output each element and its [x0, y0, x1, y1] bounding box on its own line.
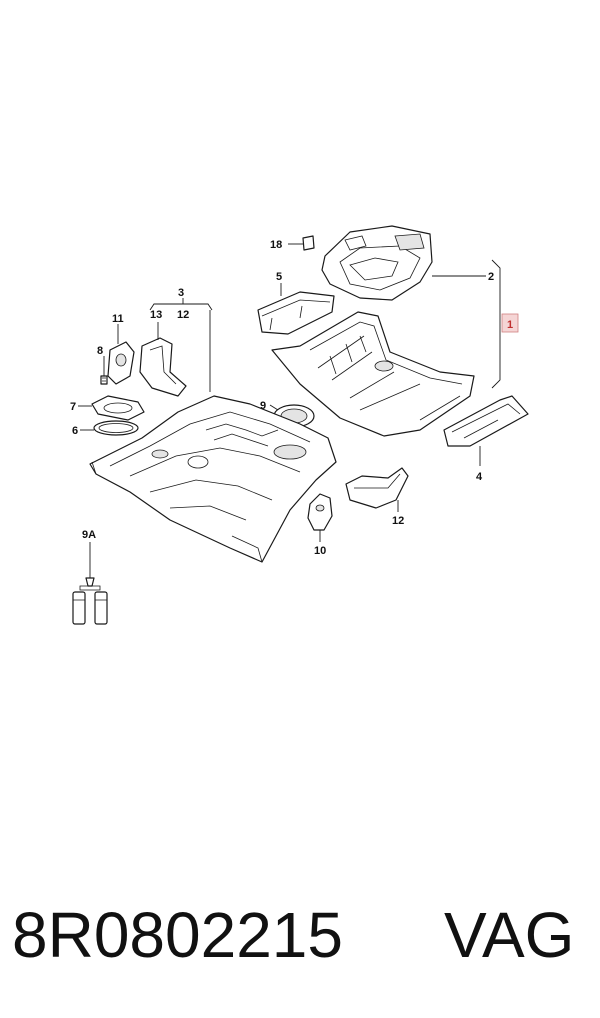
callout-6: 6 [72, 425, 78, 437]
part-12-bracket [345, 467, 409, 509]
callout-7: 7 [70, 401, 76, 413]
part-6-seal-ring [93, 420, 139, 436]
callout-9: 9 [260, 400, 266, 412]
part-11-mount [107, 341, 135, 385]
part-rear-floor-pan [271, 311, 475, 437]
part-13-bracket [139, 337, 187, 397]
footer-part-number-line: 8R0802215 VAG [12, 890, 592, 980]
callout-10: 10 [314, 545, 326, 557]
part-4-sill-bracket [443, 395, 529, 447]
callout-11: 11 [112, 313, 124, 325]
callout-2: 2 [488, 271, 494, 283]
callout-13: 13 [150, 309, 162, 321]
part-9a-adhesive-cartridge [72, 542, 108, 625]
callout-1: 1 [507, 319, 513, 331]
callout-12-bottom: 12 [392, 515, 404, 527]
callout-18: 18 [270, 239, 282, 251]
callout-5: 5 [276, 271, 282, 283]
callout-8: 8 [97, 345, 103, 357]
brand-label: VAG [444, 899, 575, 971]
part-8-bolt [100, 375, 108, 385]
part-3-front-floor-pan [89, 395, 337, 563]
part-number: 8R0802215 [12, 899, 343, 971]
part-7-gasket-plate [91, 395, 145, 421]
callout-12-top: 12 [177, 309, 189, 321]
part-2-spare-wheel-tray [321, 225, 433, 301]
part-10-bracket [307, 493, 333, 531]
part-5-reinforcement-box [257, 291, 335, 335]
callout-3: 3 [178, 287, 184, 299]
callout-9a: 9A [82, 529, 96, 541]
part-18-label [302, 235, 315, 251]
callout-1-highlight [501, 313, 519, 333]
callout-4: 4 [476, 471, 483, 483]
